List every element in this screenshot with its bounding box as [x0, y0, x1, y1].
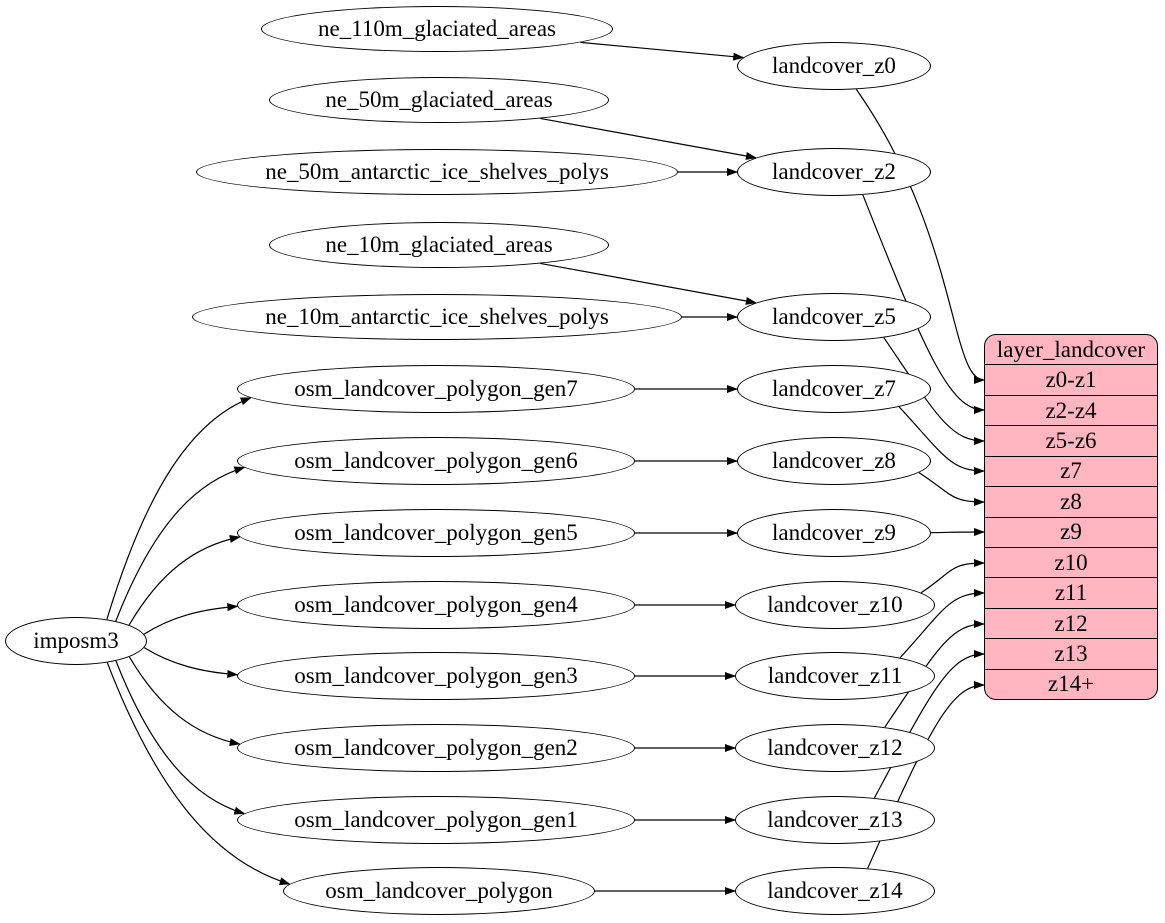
- node-ne_10m_antarctic_ice_shelves_polys: ne_10m_antarctic_ice_shelves_polys: [192, 294, 682, 340]
- node-landcover_z11: landcover_z11: [735, 652, 935, 700]
- node-ne_50m_glaciated_areas: ne_50m_glaciated_areas: [269, 77, 609, 123]
- edge-landcover_z0-to-layer_landcover-z0-z1: [855, 89, 985, 384]
- node-landcover_z0: landcover_z0: [737, 42, 931, 90]
- node-landcover_z12: landcover_z12: [735, 724, 935, 772]
- node-osm_landcover_polygon: osm_landcover_polygon: [283, 867, 595, 915]
- record-row-z0-z1: z0-z1: [985, 364, 1157, 394]
- node-osm_landcover_polygon_gen6: osm_landcover_polygon_gen6: [237, 437, 635, 485]
- node-imposm3: imposm3: [5, 617, 147, 665]
- edge-imposm3-to-osm_landcover_polygon_gen1: [115, 660, 246, 815]
- node-landcover_z9: landcover_z9: [737, 509, 931, 557]
- edge-landcover_z7-to-layer_landcover-z7: [898, 406, 985, 475]
- node-landcover_z8: landcover_z8: [737, 437, 931, 485]
- edge-landcover_z5-to-layer_landcover-z5-z6: [883, 337, 985, 445]
- edge-landcover_z8-to-layer_landcover-z8: [918, 472, 985, 506]
- node-osm_landcover_polygon_gen1: osm_landcover_polygon_gen1: [237, 796, 635, 844]
- node-landcover_z10: landcover_z10: [735, 581, 935, 629]
- node-ne_110m_glaciated_areas: ne_110m_glaciated_areas: [261, 6, 613, 52]
- node-landcover_z14: landcover_z14: [735, 867, 935, 915]
- edge-ne_10m_glaciated_areas-to-landcover_z5: [540, 262, 757, 305]
- record-layer_landcover: layer_landcover z0-z1 z2-z4 z5-z6 z7 z8 …: [984, 334, 1158, 700]
- node-osm_landcover_polygon_gen4: osm_landcover_polygon_gen4: [237, 581, 635, 629]
- record-row-z12: z12: [985, 607, 1157, 638]
- edge-imposm3-to-osm_landcover_polygon_gen6: [115, 466, 246, 622]
- node-landcover_z5: landcover_z5: [737, 293, 931, 341]
- edge-landcover_z10-to-layer_landcover-z10: [920, 559, 985, 594]
- record-row-z13: z13: [985, 638, 1157, 668]
- record-title: layer_landcover: [996, 336, 1146, 362]
- edge-imposm3-to-osm_landcover_polygon_gen5: [128, 535, 241, 626]
- edge-ne_110m_glaciated_areas-to-landcover_z0: [580, 41, 745, 61]
- record-row-z11: z11: [985, 577, 1157, 607]
- record-row-z2-z4: z2-z4: [985, 394, 1157, 425]
- edge-imposm3-to-osm_landcover_polygon_gen3: [143, 647, 239, 678]
- node-osm_landcover_polygon_gen5: osm_landcover_polygon_gen5: [237, 509, 635, 557]
- record-row-z14: z14+: [985, 668, 1157, 699]
- edge-imposm3-to-osm_landcover_polygon_gen2: [128, 656, 241, 747]
- edge-ne_50m_glaciated_areas-to-landcover_z2: [540, 117, 757, 160]
- node-osm_landcover_polygon_gen2: osm_landcover_polygon_gen2: [237, 724, 635, 772]
- node-ne_50m_antarctic_ice_shelves_polys: ne_50m_antarctic_ice_shelves_polys: [196, 149, 678, 195]
- record-row-z5-z6: z5-z6: [985, 425, 1157, 455]
- edge-landcover_z12-to-layer_landcover-z12: [884, 620, 985, 728]
- edge-landcover_z2-to-layer_landcover-z2-z4: [862, 194, 985, 414]
- node-osm_landcover_polygon_gen3: osm_landcover_polygon_gen3: [237, 652, 635, 700]
- node-landcover_z7: landcover_z7: [737, 365, 931, 413]
- edge-landcover_z14-to-layer_landcover-z14+: [867, 681, 985, 869]
- node-landcover_z2: landcover_z2: [737, 148, 931, 196]
- edge-landcover_z9-to-layer_landcover-z9: [930, 528, 985, 537]
- edge-imposm3-to-osm_landcover_polygon: [106, 662, 291, 885]
- record-row-z7: z7: [985, 455, 1157, 486]
- edge-imposm3-to-osm_landcover_polygon_gen4: [143, 603, 239, 635]
- edge-landcover_z11-to-layer_landcover-z11: [899, 589, 985, 659]
- node-ne_10m_glaciated_areas: ne_10m_glaciated_areas: [269, 222, 609, 268]
- record-row-z10: z10: [985, 546, 1157, 577]
- node-osm_landcover_polygon_gen7: osm_landcover_polygon_gen7: [237, 365, 635, 413]
- edge-imposm3-to-osm_landcover_polygon_gen7: [106, 397, 252, 620]
- record-row-z9: z9: [985, 516, 1157, 547]
- node-landcover_z13: landcover_z13: [735, 796, 935, 844]
- record-row-z8: z8: [985, 486, 1157, 516]
